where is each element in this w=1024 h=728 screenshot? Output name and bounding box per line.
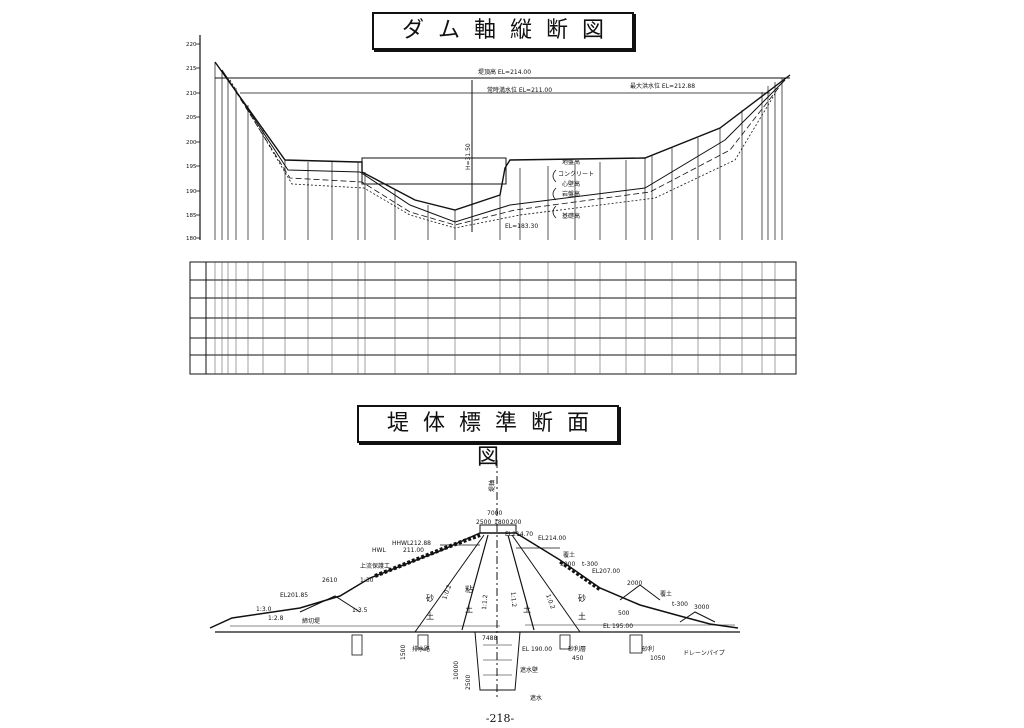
dim-label: 10000 [453,661,460,680]
dim-label: 450 [572,655,584,662]
axis-tick-labels: 220 215 210 205 200 195 190 185 180 [186,42,197,242]
filter-drain-label: 砂利層 [568,645,586,653]
zone-label: 土 [578,611,586,621]
axis-label: 堤軸 [488,480,496,492]
crest-el-left: EL214.70 [505,531,533,538]
foundation-legend: 基礎高 [562,212,580,220]
grout-label: 遮水壁 [520,666,538,674]
zone-label: 土 [523,604,531,614]
thickness-label: t-300 [672,601,688,608]
tick-label: 210 [186,91,197,97]
drain-pipe-label: ドレーンパイプ [683,650,725,657]
zone-label: 土 [465,604,473,614]
filter-boundary [414,534,581,633]
cover-soil-label: 覆土 [563,551,575,559]
crest-label: 堤頂高 EL=214.00 [478,68,531,76]
dim-label: 2500 [476,519,491,526]
dim-label: 2500 [465,675,472,690]
longitudinal-section-title: ダム軸縦断図 [372,12,634,50]
slope-label: 1:30 [360,577,374,584]
dim-label: 2000 [627,580,642,587]
el-label: EL201.85 [280,592,308,599]
slope-label: 1:2.8 [268,615,284,622]
drain-label: 排水路 [412,645,430,653]
el-label: EL207.00 [592,568,620,575]
cofferdam-label: 締切堤 [302,617,320,625]
tick-label: 195 [186,164,197,170]
drain-label: 砂利 [642,645,654,653]
cross-section-title: 堤体標準断面図 [357,405,619,470]
cross-section [209,460,740,700]
dim-label: 500 [618,610,630,617]
ground-profile [214,61,791,211]
longitudinal-labels: 堤頂高 EL=214.00 最大洪水位 EL=212.88 常時満水位 EL=2… [465,68,695,230]
page-number: -218- [485,712,515,725]
tick-label: 200 [186,140,197,146]
crest-el-right: EL214.00 [538,535,566,542]
slope-label: 1:0.2 [544,593,556,610]
hhwl-value: 212.88 [410,540,431,547]
dim-label: 1800 [494,519,509,526]
ground-legend: 地盤高 [562,158,580,166]
dim-label: 3000 [694,604,709,611]
normal-level-label: 常時満水位 EL=211.00 [487,86,552,94]
tick-label: 180 [186,236,197,242]
hhwl-label: HHWL [392,540,411,547]
zone-label: 粘 [465,584,473,594]
dim-label: 200 [510,519,522,526]
tick-label: 185 [186,213,197,219]
spillway-block [361,157,507,185]
slope-label: 1:1.2 [509,592,517,608]
slope-label: 1:3.0 [256,606,272,613]
el-label: EL 190.00 [522,646,552,653]
cross-section-labels: 堤軸 7000 2500 1800 200 HHWL 212.88 HWL 21… [256,480,725,702]
cover-soil-label: 覆土 [660,590,672,598]
core-boundary [461,534,535,631]
max-level-label: 最大洪水位 EL=212.88 [630,82,695,90]
hwl-label: HWL [372,547,386,554]
zone-label: 土 [426,611,434,621]
upstream-protection-label: 上流保護工 [360,562,390,570]
bottom-elevation-label: EL=183.30 [505,223,538,230]
core-legend: 心壁高 [562,180,580,188]
height-label: H=31.50 [465,143,472,170]
rock-legend: 岩盤高 [562,190,580,198]
slope-label: 1:1.2 [481,594,489,610]
thickness-label: t-300 [582,561,598,568]
cutoff-trench [474,631,521,691]
tick-label: 190 [186,189,197,195]
concrete-legend: コンクリート [558,171,594,178]
el-label: EL 195.00 [603,623,633,630]
dim-label: 2610 [322,577,337,584]
core-profile [225,75,781,226]
zone-label: 砂 [426,593,434,603]
rock-profile [229,79,777,229]
slope-label: 1:0.2 [441,584,453,601]
tick-label: 220 [186,42,197,48]
dim-label: 3000 [560,561,575,568]
cutoff-label: 遮水 [530,694,542,702]
longitudinal-section [189,35,797,375]
dim-label: 1050 [650,655,665,662]
tick-label: 215 [186,66,197,72]
dim-label: 7000 [487,510,502,517]
upstream-riprap [374,533,481,578]
dim-label: 7488 [482,635,497,642]
zone-label: 砂 [578,593,586,603]
embankment-outline [209,532,739,629]
dim-label: 1500 [400,645,407,660]
profile-table [189,261,797,375]
tick-label: 205 [186,115,197,121]
slope-label: 1:3.5 [352,607,368,614]
hwl-value: 211.00 [403,547,424,554]
